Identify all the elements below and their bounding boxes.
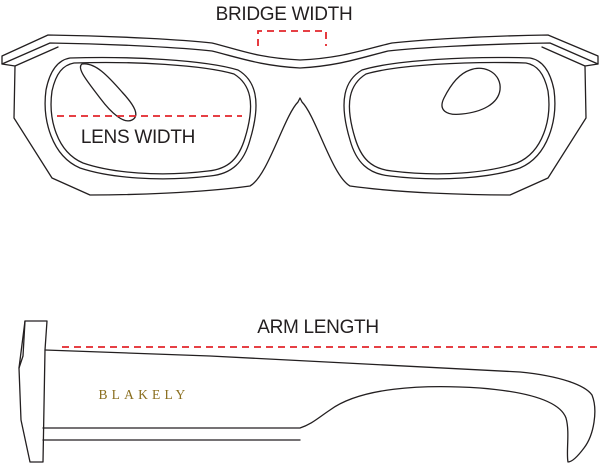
front-view: BRIDGE WIDTH LENS WIDTH — [1, 4, 599, 196]
left-lens-inner — [50, 61, 252, 175]
left-nose-pad — [79, 63, 137, 122]
lens-width-label: LENS WIDTH — [81, 127, 195, 148]
brand-logo: BLAKELY — [98, 387, 189, 402]
bridge-width-label: BRIDGE WIDTH — [216, 4, 353, 25]
side-frame-front — [18, 320, 48, 463]
bridge-width-marker — [257, 30, 327, 46]
frame-top-inner-bevel — [14, 46, 586, 67]
side-view: ARM LENGTH BLAKELY — [18, 317, 600, 463]
left-lens — [44, 56, 257, 180]
frame-top-bevel — [1, 42, 599, 69]
side-frame-edge — [18, 320, 26, 369]
temple-arm — [42, 349, 596, 463]
right-nose-pad — [441, 67, 501, 116]
arm-length-label: ARM LENGTH — [257, 317, 379, 338]
right-lens — [343, 56, 556, 180]
frame-outline — [1, 34, 599, 196]
right-lens-inner — [348, 61, 550, 175]
